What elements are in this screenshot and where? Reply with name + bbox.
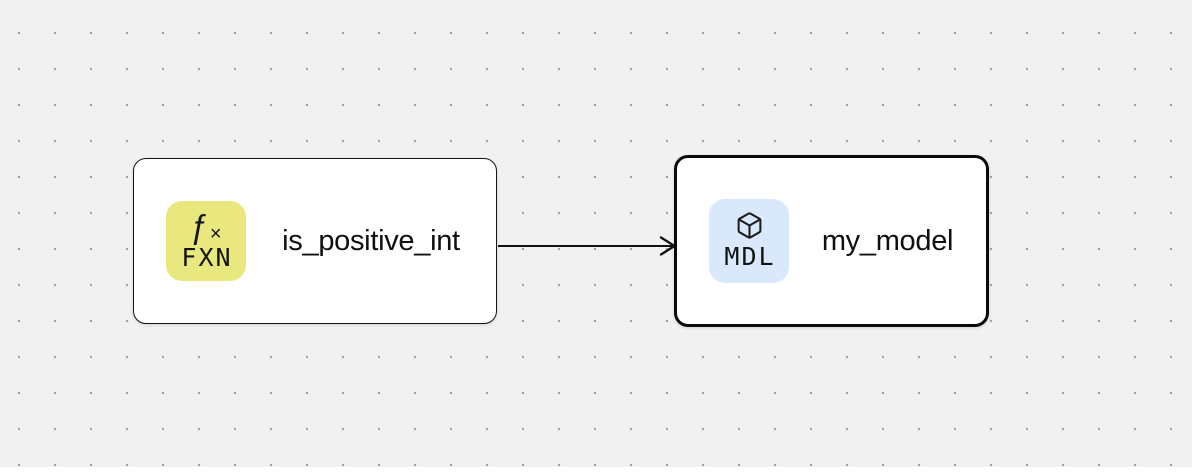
canvas-bottom-edge [0, 467, 1192, 472]
function-badge: ƒ × FXN [166, 201, 246, 281]
function-glyph-f: ƒ [190, 208, 209, 246]
function-icon: ƒ × [190, 208, 222, 246]
edge-arrow[interactable] [498, 236, 676, 256]
cube-icon [737, 212, 761, 239]
node-my-model[interactable]: MDL my_model [674, 155, 989, 327]
badge-tag-mdl: MDL [724, 242, 776, 272]
model-badge: MDL [709, 199, 789, 283]
badge-tag-fxn: FXN [181, 243, 233, 273]
node-is-positive-int[interactable]: ƒ × FXN is_positive_int [133, 158, 497, 324]
node-label: my_model [821, 224, 954, 257]
function-glyph-x: × [209, 223, 222, 246]
edge-arrowhead-icon [659, 236, 676, 256]
node-label: is_positive_int [282, 224, 460, 257]
